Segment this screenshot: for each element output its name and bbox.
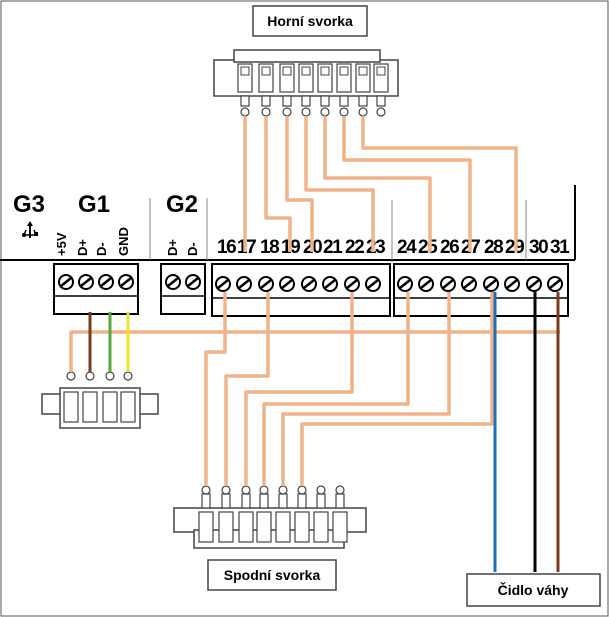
connector-pin	[275, 485, 291, 543]
screw-terminal	[58, 274, 74, 290]
terminal-number: 30	[529, 237, 548, 258]
connector-pin	[218, 485, 234, 543]
terminal-block-g2	[160, 263, 206, 315]
connector-pin	[279, 63, 295, 117]
terminal-labels: 16 17 18 19 20 21 22 23 24 25 26 27 28 2…	[217, 237, 572, 258]
orange-wire	[262, 292, 410, 486]
bottom-connector-label-box	[207, 559, 337, 591]
screw-terminal	[397, 276, 413, 292]
g2-pin-label: D-	[185, 242, 200, 256]
orange-wire	[69, 330, 560, 372]
screw-terminal	[483, 276, 499, 292]
g1-plug-connector	[41, 371, 159, 429]
screw-terminal	[461, 276, 477, 292]
screw-terminal	[279, 276, 295, 292]
connector-pin	[298, 63, 314, 117]
screw-terminal	[365, 276, 381, 292]
orange-wire	[264, 116, 292, 252]
bottom-connector-label: Spodní svorka	[224, 567, 321, 583]
connector-pin	[373, 63, 389, 117]
group-label-g2: G2	[166, 191, 198, 218]
top-connector-label-box	[252, 5, 368, 37]
screw-terminal	[258, 276, 274, 292]
connector-pin	[82, 371, 98, 423]
terminal-number: 31	[550, 237, 570, 258]
screw-terminal	[165, 274, 181, 290]
orange-wire	[224, 292, 270, 486]
terminal-number: 18	[260, 237, 279, 258]
main-board	[0, 185, 576, 261]
g2-pin-label: D+	[165, 239, 180, 256]
orange-wire	[244, 292, 354, 486]
connector-pin	[336, 63, 352, 117]
terminal-number: 25	[418, 237, 438, 258]
usb-icon	[22, 221, 38, 238]
orange-wire	[323, 116, 432, 252]
g1-pin-label: GND	[116, 227, 131, 256]
scale-sensor-label: Čidlo váhy	[498, 581, 569, 598]
group-label-g1: G1	[78, 191, 110, 218]
screw-terminal	[504, 276, 520, 292]
screw-terminal	[185, 274, 201, 290]
g1-pin-label: D+	[75, 239, 90, 256]
connector-pin	[102, 371, 118, 423]
connector-pin	[294, 485, 310, 543]
scale-sensor-label-box	[466, 573, 601, 607]
top-connector-label: Horní svorka	[267, 13, 353, 29]
terminal-number: 17	[237, 237, 256, 258]
connector-pin	[332, 485, 348, 543]
g1-pin-label: +5V	[54, 232, 69, 256]
terminal-block-24-31	[393, 263, 569, 317]
orange-wire	[204, 292, 227, 486]
terminal-number: 26	[440, 237, 459, 258]
g1-pin-label: D-	[94, 242, 109, 256]
orange-wire	[285, 116, 314, 252]
connector-pin	[313, 485, 329, 543]
screw-terminal	[322, 276, 338, 292]
terminal-number: 16	[217, 237, 236, 258]
screw-terminal	[418, 276, 434, 292]
orange-wire	[361, 116, 518, 252]
screw-terminal	[118, 274, 134, 290]
connector-pin	[238, 485, 254, 543]
connector-pin	[198, 485, 214, 543]
screw-terminal	[526, 276, 542, 292]
orange-wire	[342, 116, 472, 252]
connector-pin	[120, 371, 136, 423]
screw-terminal	[301, 276, 317, 292]
screw-terminal	[440, 276, 456, 292]
screw-terminals	[58, 274, 563, 292]
screw-terminal	[344, 276, 360, 292]
terminal-block-16-23	[211, 263, 391, 317]
screw-terminal	[215, 276, 231, 292]
connector-pin	[63, 371, 79, 423]
terminal-number: 21	[323, 237, 343, 258]
wires	[69, 116, 560, 572]
orange-wire	[281, 292, 451, 486]
screw-terminal	[98, 274, 114, 290]
connector-pin	[237, 63, 253, 117]
top-connector	[213, 49, 399, 117]
screw-terminal	[78, 274, 94, 290]
screw-terminal	[236, 276, 252, 292]
connector-pin	[258, 63, 274, 117]
bottom-connector	[173, 485, 367, 549]
terminal-number: 23	[366, 237, 385, 258]
orange-wire	[300, 292, 494, 486]
connector-pin	[355, 63, 371, 117]
orange-wire	[304, 116, 375, 252]
connector-pin	[256, 485, 272, 543]
terminal-number: 22	[345, 237, 364, 258]
terminal-number: 28	[484, 237, 503, 258]
screw-terminal	[547, 276, 563, 292]
connector-pin	[317, 63, 333, 117]
group-label-g3: G3	[13, 191, 45, 218]
terminal-number: 24	[397, 237, 417, 258]
